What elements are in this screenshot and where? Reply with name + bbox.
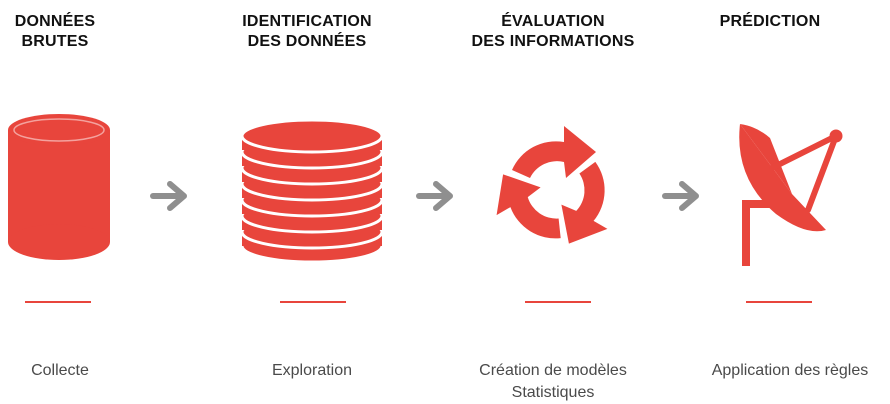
satellite-dish-icon [739, 124, 843, 266]
stacked-database-icon [240, 118, 384, 264]
step-underline [280, 301, 346, 303]
step-title: IDENTIFICATION DES DONNÉES [242, 13, 372, 50]
cylinder-icon [8, 114, 110, 260]
cycle-arrows-icon [496, 126, 608, 244]
step-underline [746, 301, 812, 303]
arrow-right-icon [662, 181, 699, 211]
step-caption: Collecte [31, 362, 89, 379]
arrow-right-icon [416, 181, 453, 211]
step-caption: Exploration [271, 362, 353, 379]
step-caption: Application des règles [711, 362, 869, 379]
step-underline [525, 301, 591, 303]
step-title: ÉVALUATION DES INFORMATIONS [471, 13, 635, 50]
step-caption: Création de modèles Statistiques [479, 362, 627, 401]
step-title: DONNÉES BRUTES [14, 13, 96, 50]
arrow-right-icon [150, 181, 187, 211]
step-underline [25, 301, 91, 303]
step-title: PRÉDICTION [719, 13, 821, 30]
